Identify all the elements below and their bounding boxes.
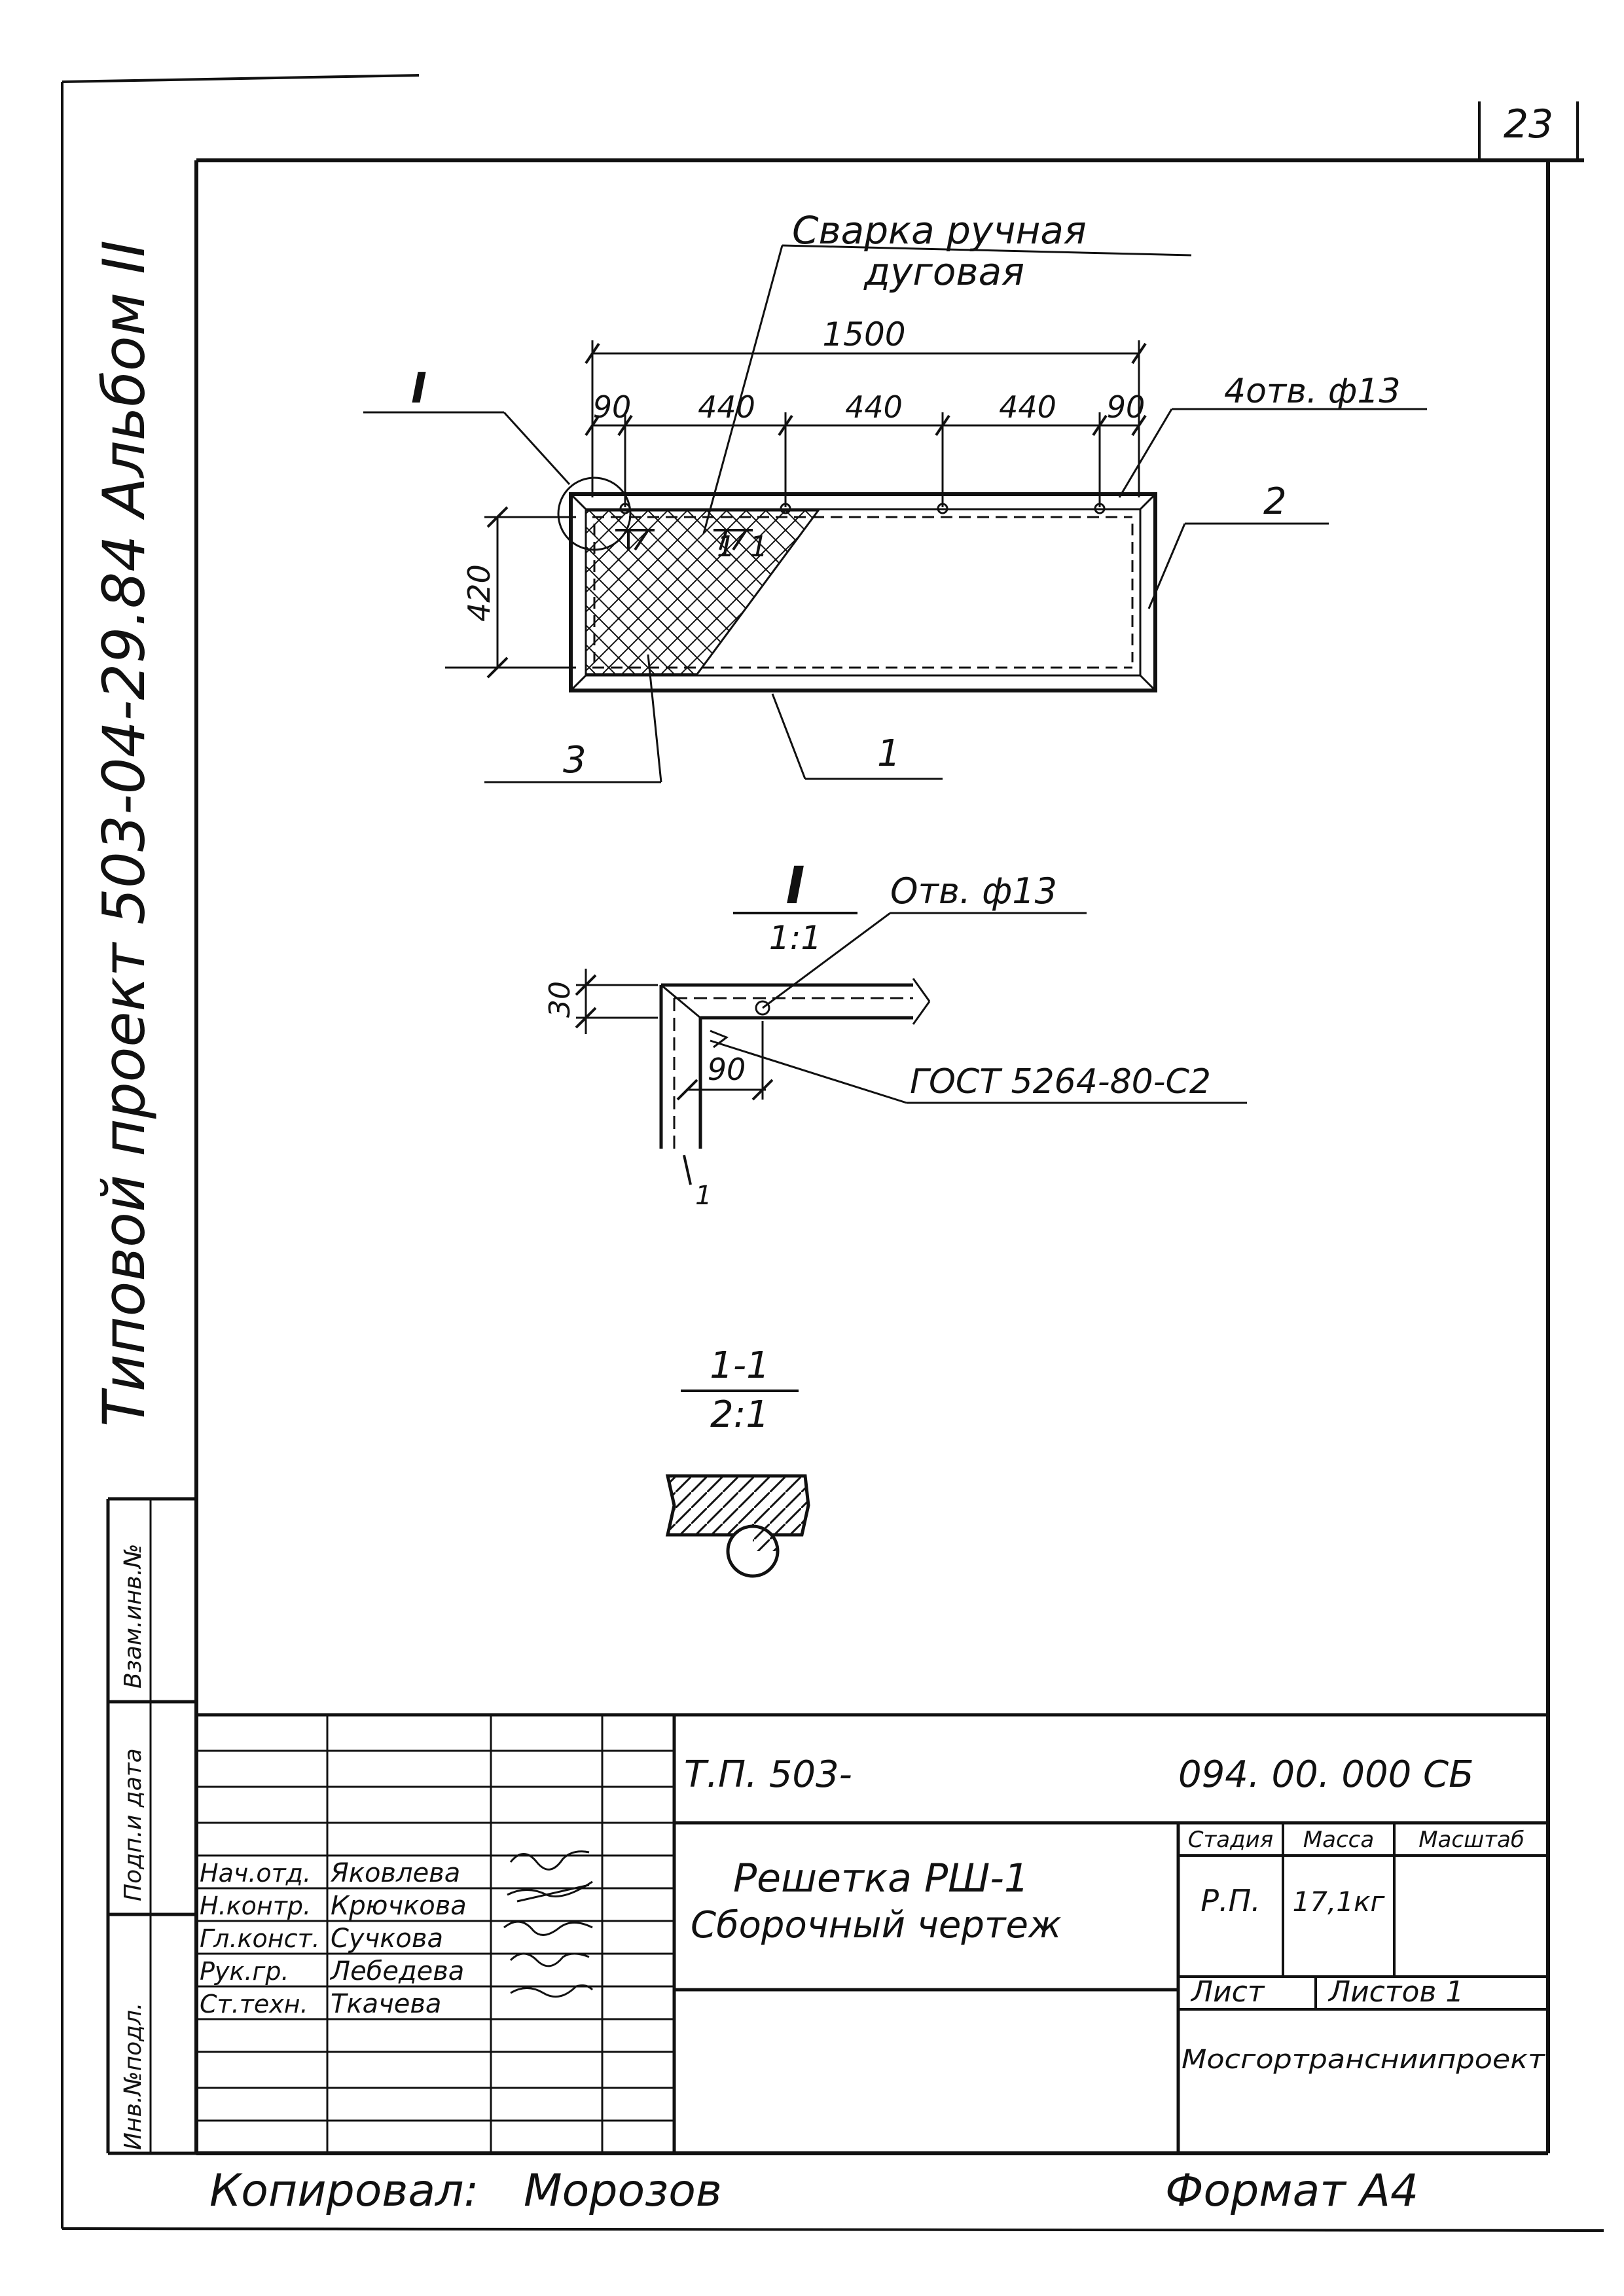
section-view <box>665 1390 810 1578</box>
handwritten-signatures <box>503 1850 594 1998</box>
detail-scale: 1:1 <box>769 919 821 957</box>
mesh-fill <box>585 509 820 675</box>
leaders <box>363 244 1427 783</box>
signature-name-2: Крючкова <box>331 1891 467 1921</box>
signature-name-5: Ткачева <box>331 1989 441 2019</box>
side-stamp <box>106 1497 196 2155</box>
section-title: 1-1 <box>710 1344 769 1387</box>
drawing-name-line1: Решетка РШ-1 <box>733 1856 1029 1901</box>
drawing-name-line2: Сборочный чертеж <box>691 1904 1061 1946</box>
height-dim: 420 <box>461 564 497 622</box>
outer-frame <box>61 74 1604 2232</box>
grating-main-view <box>557 476 1157 692</box>
section-ref-right: 1 <box>749 530 768 564</box>
detail-title: I <box>785 857 804 916</box>
position-1: 1 <box>877 732 901 775</box>
stamp-cell-sign: Подп.и дата <box>120 1748 147 1901</box>
sheet-number: 23 <box>1504 101 1553 147</box>
detail-ref: I <box>411 365 427 413</box>
detail-dim-30: 30 <box>543 981 577 1018</box>
format-label: Формат А4 <box>1165 2165 1418 2217</box>
signature-name-1: Яковлева <box>330 1858 460 1888</box>
segment-dim-4: 440 <box>999 389 1056 425</box>
signature-role-1: Нач.отд. <box>200 1859 311 1888</box>
copied-name: Морозов <box>524 2165 722 2217</box>
section-ref-left: 1 <box>717 530 735 564</box>
weld-note-line2: дуговая <box>863 249 1024 294</box>
segment-dim-5: 90 <box>1107 389 1146 425</box>
holes-note: 4отв. ф13 <box>1224 372 1401 411</box>
organization: Мосгортрансниипроект <box>1182 2045 1546 2075</box>
side-caption: Типовой проект 503-04-29.84 Альбом II <box>90 240 158 1427</box>
document-code-left: Т.П. 503- <box>684 1753 852 1796</box>
signature-role-2: Н.контр. <box>200 1892 311 1920</box>
segment-dim-2: 440 <box>698 389 755 425</box>
detail-circle <box>557 476 632 551</box>
section-scale: 2:1 <box>710 1393 769 1436</box>
detail-view <box>575 912 1247 1185</box>
sheet-number-box <box>1478 101 1579 160</box>
title-block <box>196 1713 1548 2153</box>
signature-name-3: Сучкова <box>331 1924 443 1954</box>
copied-label: Копировал: <box>209 2165 478 2217</box>
detail-hole-note: Отв. ф13 <box>890 870 1057 912</box>
col-scale-label: Масштаб <box>1418 1827 1525 1853</box>
segment-dim-1: 90 <box>593 389 632 425</box>
position-3: 3 <box>563 739 586 781</box>
signature-name-4: Лебедева <box>329 1956 464 1986</box>
stamp-cell-inv: Инв.№подл. <box>120 2003 147 2150</box>
sheets-label: Листов 1 <box>1327 1975 1464 2009</box>
signature-role-4: Рук.гр. <box>200 1957 289 1986</box>
sheet-label: Лист <box>1190 1975 1265 2009</box>
weld-note-line1: Сварка ручная <box>792 208 1087 253</box>
segment-dim-3: 440 <box>845 389 903 425</box>
col-mass-label: Масса <box>1303 1827 1374 1853</box>
detail-section-mark: 1 <box>695 1181 712 1211</box>
detail-dim-90: 90 <box>708 1052 746 1087</box>
mass-value: 17,1кг <box>1293 1886 1386 1918</box>
stamp-cell-replace: Взам.инв.№ <box>120 1543 147 1689</box>
overall-length-dim: 1500 <box>822 315 905 353</box>
position-2: 2 <box>1263 480 1287 523</box>
signature-role-5: Ст.техн. <box>200 1990 308 2018</box>
col-stage-label: Стадия <box>1188 1827 1273 1853</box>
signature-role-3: Гл.конст. <box>200 1924 320 1953</box>
stage-value: Р.П. <box>1200 1883 1261 1918</box>
main-dimensions <box>445 340 1147 679</box>
weld-standard: ГОСТ 5264-80-С2 <box>910 1062 1211 1102</box>
document-code-right: 094. 00. 000 СБ <box>1178 1753 1474 1796</box>
